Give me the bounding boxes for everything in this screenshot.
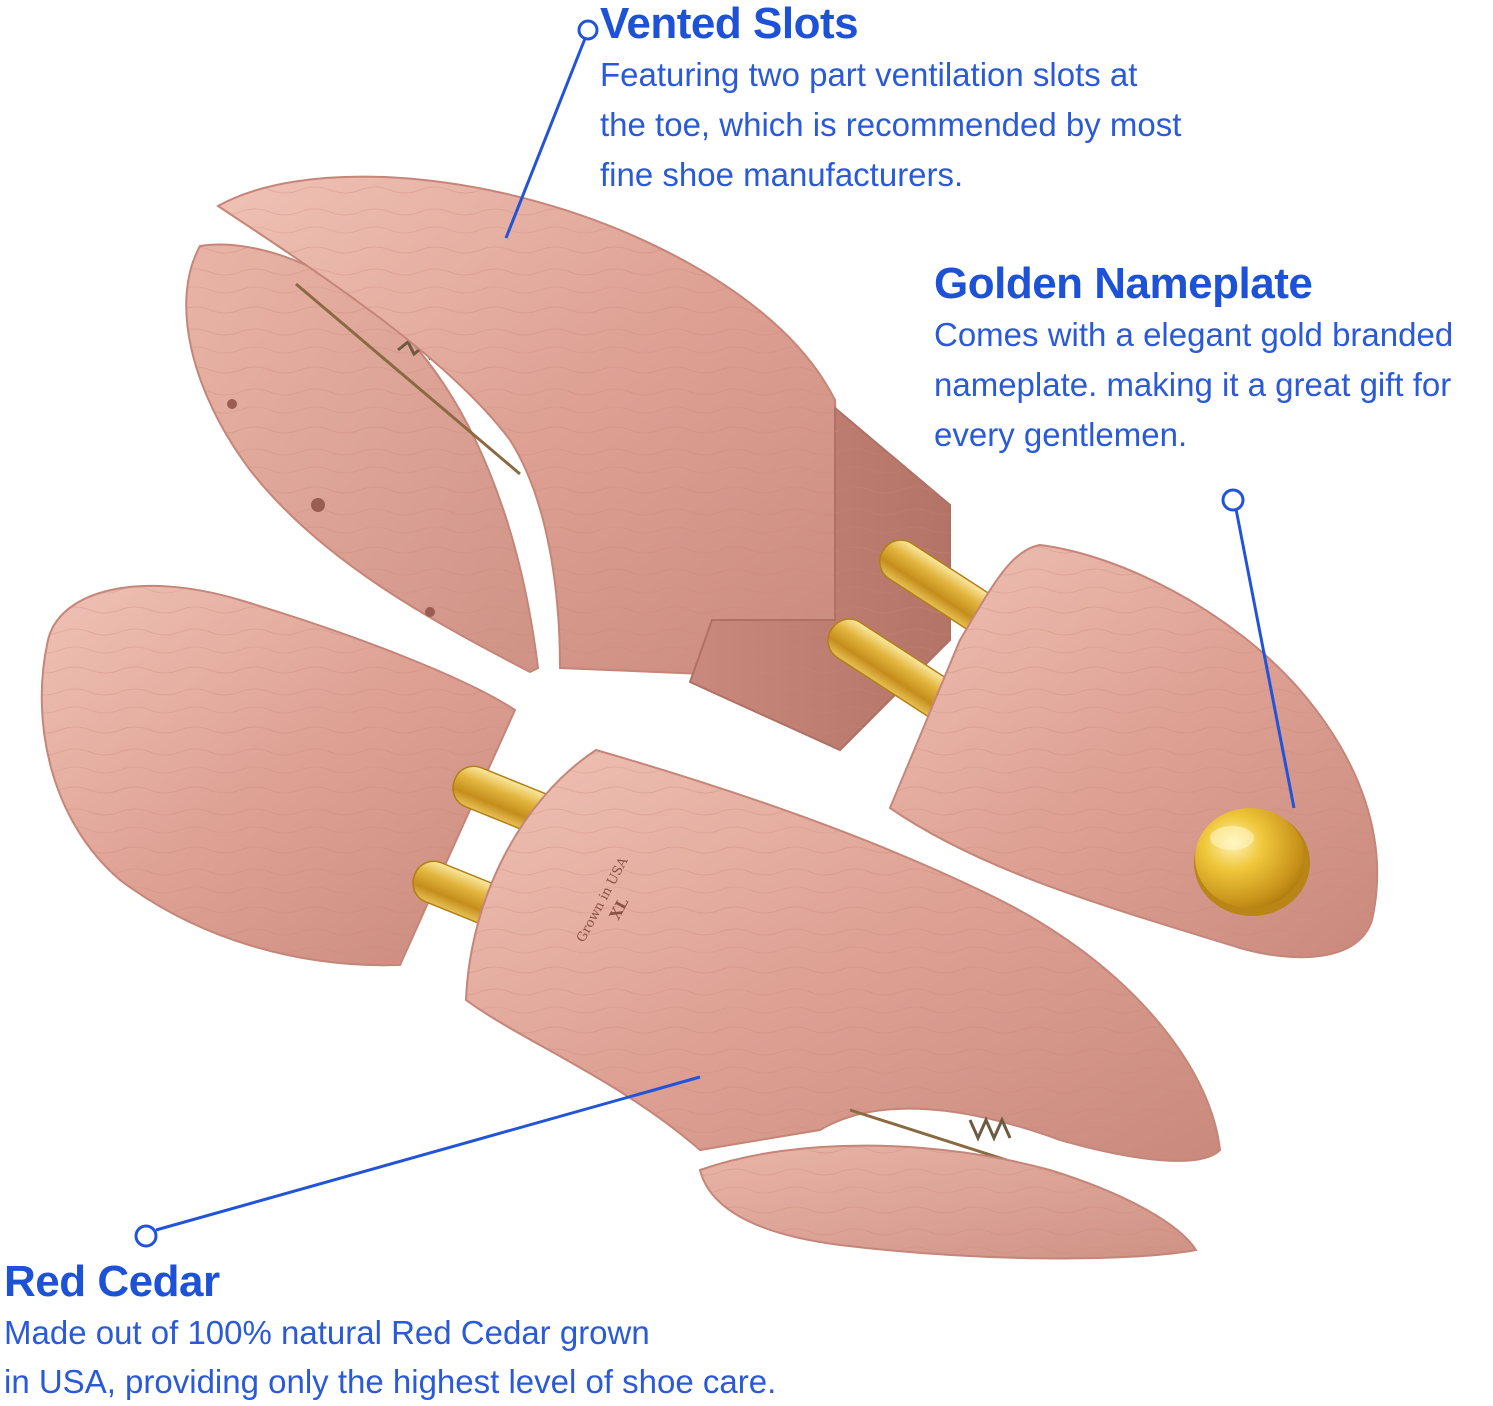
vented-leader-line bbox=[504, 35, 588, 239]
vented-slots-title: Vented Slots bbox=[600, 0, 859, 48]
golden-nameplate bbox=[1194, 808, 1310, 916]
vent-hole-2 bbox=[311, 498, 325, 512]
golden-nameplate-line-1: Comes with a elegant gold branded bbox=[934, 316, 1454, 353]
lower-shoe-tree: Grown in USA XL bbox=[40, 584, 1222, 1260]
red-cedar-line-2: in USA, providing only the highest level… bbox=[4, 1363, 777, 1400]
leader-lines bbox=[134, 19, 1296, 1248]
vent-hole-1 bbox=[227, 399, 237, 409]
golden-leader-line bbox=[1234, 508, 1296, 809]
vented-slots-line-3: fine shoe manufacturers. bbox=[600, 156, 964, 193]
golden-nameplate-title: Golden Nameplate bbox=[934, 259, 1313, 308]
upper-shoe-tree bbox=[185, 175, 1379, 959]
vented-slots-callout: Vented Slots Featuring two part ventilat… bbox=[600, 0, 1300, 200]
red-cedar-title: Red Cedar bbox=[4, 1257, 220, 1306]
golden-leader-dot bbox=[1221, 488, 1245, 512]
vent-hole-3 bbox=[425, 607, 435, 617]
vented-slots-line-1: Featuring two part ventilation slots at bbox=[600, 56, 1138, 93]
cedar-leader-line bbox=[155, 1075, 701, 1232]
red-cedar-line-1: Made out of 100% natural Red Cedar grown bbox=[4, 1314, 650, 1351]
golden-nameplate-callout: Golden Nameplate Comes with a elegant go… bbox=[934, 260, 1493, 460]
golden-nameplate-line-2: nameplate. making it a great gift for bbox=[934, 366, 1452, 403]
golden-nameplate-line-3: every gentlemen. bbox=[934, 416, 1188, 453]
cedar-leader-dot bbox=[134, 1224, 158, 1248]
vented-leader-dot bbox=[577, 19, 599, 41]
vented-slots-line-2: the toe, which is recommended by most bbox=[600, 106, 1182, 143]
red-cedar-callout: Red Cedar Made out of 100% natural Red C… bbox=[4, 1258, 904, 1406]
